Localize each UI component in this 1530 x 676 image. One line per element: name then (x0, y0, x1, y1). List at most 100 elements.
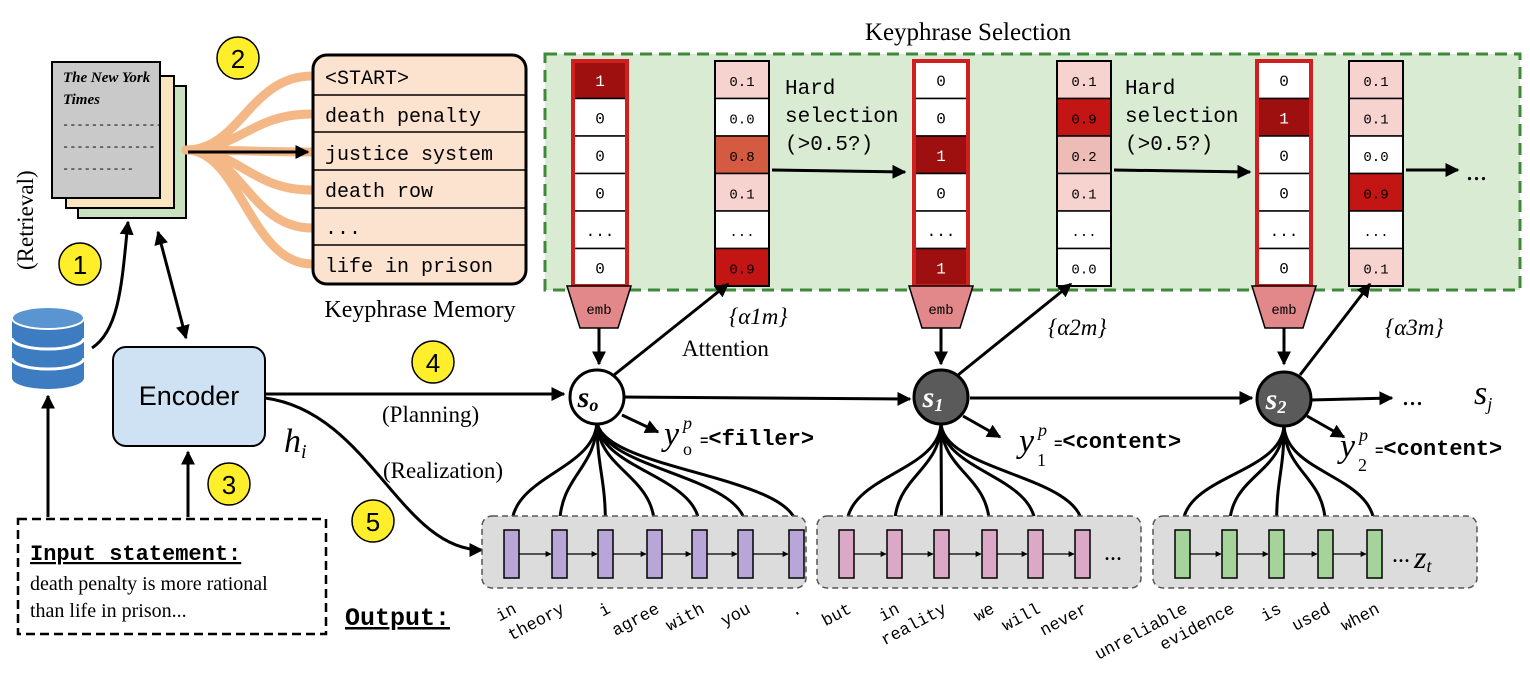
svg-text:y: y (1337, 428, 1356, 465)
newspaper-document-icon (51, 61, 187, 219)
svg-text:Hard: Hard (1125, 78, 1175, 101)
output-type-arrow (962, 414, 1002, 439)
svg-text:so: so (577, 381, 599, 415)
attention-vector-3: 0.10.10.00.9...0.1 (1348, 60, 1404, 287)
vector-cell-value: 0.9 (729, 262, 754, 278)
vector-cell-value: 0 (595, 185, 605, 203)
keyphrase-item: <START> (325, 68, 409, 91)
vector-cell-value: 0 (1279, 148, 1289, 166)
vector-cell-value: 0 (595, 260, 605, 278)
vector-cell-value: 0.0 (729, 112, 754, 128)
step-badge-4: 4 (411, 340, 455, 384)
embedding-layer: emb (1250, 285, 1318, 329)
planning-state-s1: s1 (912, 368, 970, 426)
svg-text:2: 2 (1358, 455, 1367, 475)
keyphrase-memory (311, 53, 528, 286)
decoder-token-cell (1074, 529, 1091, 579)
svg-text:1: 1 (73, 250, 87, 280)
vector-outline (1348, 60, 1404, 287)
token-ellipsis: ... (1104, 540, 1122, 566)
svg-text:=<content>: =<content> (1054, 430, 1181, 455)
embedding-layer: emb (565, 285, 633, 329)
output-word: but (819, 601, 855, 632)
svg-text:=<content>: =<content> (1375, 437, 1502, 462)
attention-arrow (613, 282, 730, 377)
svg-text:o: o (683, 439, 692, 459)
decoder-token-cell (1268, 529, 1285, 579)
vector-cell-value: 0.1 (1071, 187, 1096, 203)
decoder-token-cell (503, 529, 520, 579)
output-word: we (971, 601, 998, 627)
decoder-token-cell (691, 529, 708, 579)
svg-text:Hard: Hard (785, 78, 835, 101)
retrieval-flow-lines (181, 71, 317, 269)
svg-text:p: p (1036, 420, 1047, 440)
attention-vector-1: 0.10.00.80.1...0.9 (714, 60, 770, 287)
sentence-type-label: y p 2 =<content> (1337, 425, 1502, 475)
decoder-token-cell (1366, 529, 1383, 579)
token-group-2 (816, 515, 1142, 589)
vector-cell (913, 60, 969, 100)
output-word: will (999, 601, 1044, 637)
vector-cell-value: 1 (936, 260, 946, 278)
keyphrase-item: death penalty (325, 106, 481, 129)
input-statement-title: Input statement: (30, 542, 241, 567)
output-type-arrow (1306, 414, 1346, 439)
svg-text:4: 4 (426, 348, 440, 378)
vector-cell-value: ... (1071, 225, 1096, 241)
vector-cell-value: 0 (595, 148, 605, 166)
decoder-token-cell (981, 529, 998, 579)
vector-cell-value: 0.9 (1071, 112, 1096, 128)
vector-cell-value: 1 (1279, 110, 1289, 128)
vector-cell-value: 0 (1279, 185, 1289, 203)
vector-cell (1056, 60, 1112, 100)
decoder-token-cell (1221, 529, 1238, 579)
vector-cell-value: 0.1 (1363, 75, 1388, 91)
vector-cell-value: 0.2 (1071, 150, 1096, 166)
newspaper-dash-line: ---------- (62, 162, 134, 176)
state-transition-arrow (1309, 391, 1394, 406)
svg-text:y: y (661, 416, 680, 453)
svg-text:3: 3 (222, 470, 236, 500)
final-token-zt: zt (1413, 539, 1432, 576)
svg-text:=<filler>: =<filler> (700, 427, 814, 452)
vector-cell-value: ... (927, 223, 956, 241)
input-statement-box (16, 517, 328, 636)
output-word: i (596, 601, 614, 623)
output-word: used (1289, 601, 1334, 637)
planning-state-s2: s2 (1255, 370, 1313, 428)
output-word: when (1338, 601, 1383, 637)
attention-weights-label: {α2m} (1048, 315, 1107, 340)
svg-text:selection: selection (1125, 106, 1238, 129)
vector-cell-value: 0 (936, 73, 946, 91)
vector-cell (1348, 60, 1404, 100)
input-statement-text: death penalty is more rational (30, 573, 268, 595)
vector-cell (1348, 172, 1404, 212)
vector-cell-value: 0 (1279, 260, 1289, 278)
decoder-token-cell (933, 529, 950, 579)
realization-edge (939, 421, 1086, 528)
realization-edge (595, 419, 749, 528)
realization-edge (891, 421, 943, 528)
vector-cell-value: 0.1 (1071, 75, 1096, 91)
retrieval-db-arrow (91, 220, 134, 350)
vector-outline (714, 60, 770, 287)
vector-cell (1256, 97, 1312, 137)
vector-cell-value: 0.1 (729, 75, 754, 91)
vector-cell (572, 247, 628, 287)
vector-cell (714, 172, 770, 212)
vector-cell (1056, 172, 1112, 212)
output-type-arrow (621, 413, 660, 434)
svg-text:5: 5 (366, 507, 380, 537)
decoder-token-cell (551, 529, 568, 579)
vector-outline (1056, 60, 1112, 287)
realization-label: (Realization) (383, 458, 503, 483)
hard-selection-label: Hard selection (>0.5?) (785, 78, 898, 157)
input-statement-text: than life in prison... (30, 600, 187, 622)
svg-text:emb: emb (586, 303, 611, 319)
attention-arrow (957, 282, 1073, 377)
output-word: with (663, 601, 708, 637)
vector-cell (714, 247, 770, 287)
vector-cell-value: ... (586, 223, 615, 241)
